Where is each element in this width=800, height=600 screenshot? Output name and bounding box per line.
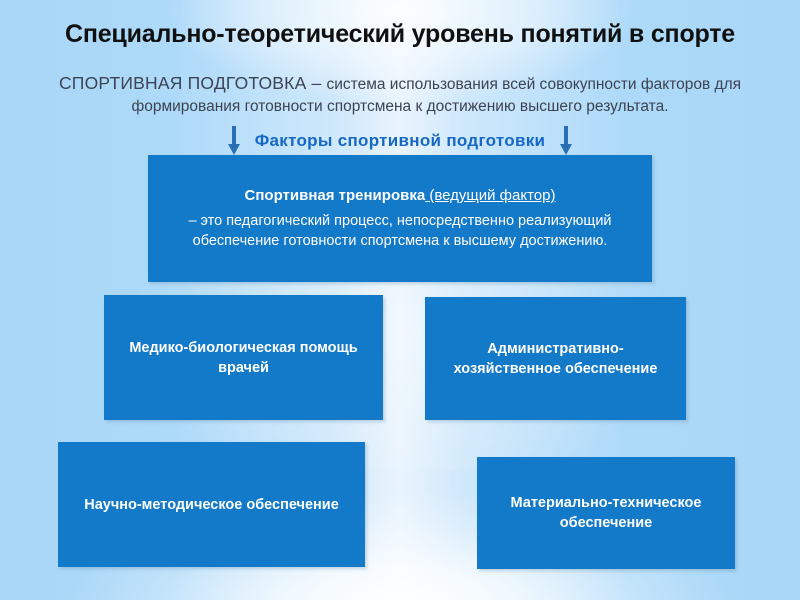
intro-dash: – xyxy=(306,73,327,93)
box-material-technical-support: Материально-техническое обеспечение xyxy=(477,457,735,569)
box-sports-training-body: – это педагогический процесс, непосредст… xyxy=(188,213,612,249)
factors-heading-row: Факторы спортивной подготовки xyxy=(0,126,800,156)
box-sports-training-term: Спортивная тренировка xyxy=(244,187,426,204)
box-sports-training-qualifier: (ведущий фактор) xyxy=(425,187,556,204)
box-sports-training-headline: Спортивная тренировка (ведущий фактор) xyxy=(245,186,556,206)
box-scientific-methodical-support: Научно-методическое обеспечение xyxy=(58,442,365,567)
intro-definition: система использования всей совокупности … xyxy=(131,76,742,115)
box-administrative-support: Административно-хозяйственное обеспечени… xyxy=(425,297,686,420)
arrow-down-icon-left xyxy=(227,126,241,156)
box-medical-biological-support: Медико-биологическая помощь врачей xyxy=(104,295,383,420)
box-material-technical-support-label: Материально-техническое обеспечение xyxy=(510,495,702,531)
box-administrative-support-label: Административно-хозяйственное обеспечени… xyxy=(453,340,658,377)
intro-paragraph: СПОРТИВНАЯ ПОДГОТОВКА – система использо… xyxy=(14,72,786,118)
box-medical-biological-support-label: Медико-биологическая помощь врачей xyxy=(129,339,358,376)
box-scientific-methodical-support-label: Научно-методическое обеспечение xyxy=(84,496,339,513)
intro-term: СПОРТИВНАЯ ПОДГОТОВКА xyxy=(58,73,307,93)
box-sports-training: Спортивная тренировка (ведущий фактор) –… xyxy=(148,155,652,282)
arrow-down-icon-right xyxy=(559,126,573,156)
page-title: Специально-теоретический уровень понятий… xyxy=(64,20,736,48)
factors-heading-label: Факторы спортивной подготовки xyxy=(254,131,546,150)
